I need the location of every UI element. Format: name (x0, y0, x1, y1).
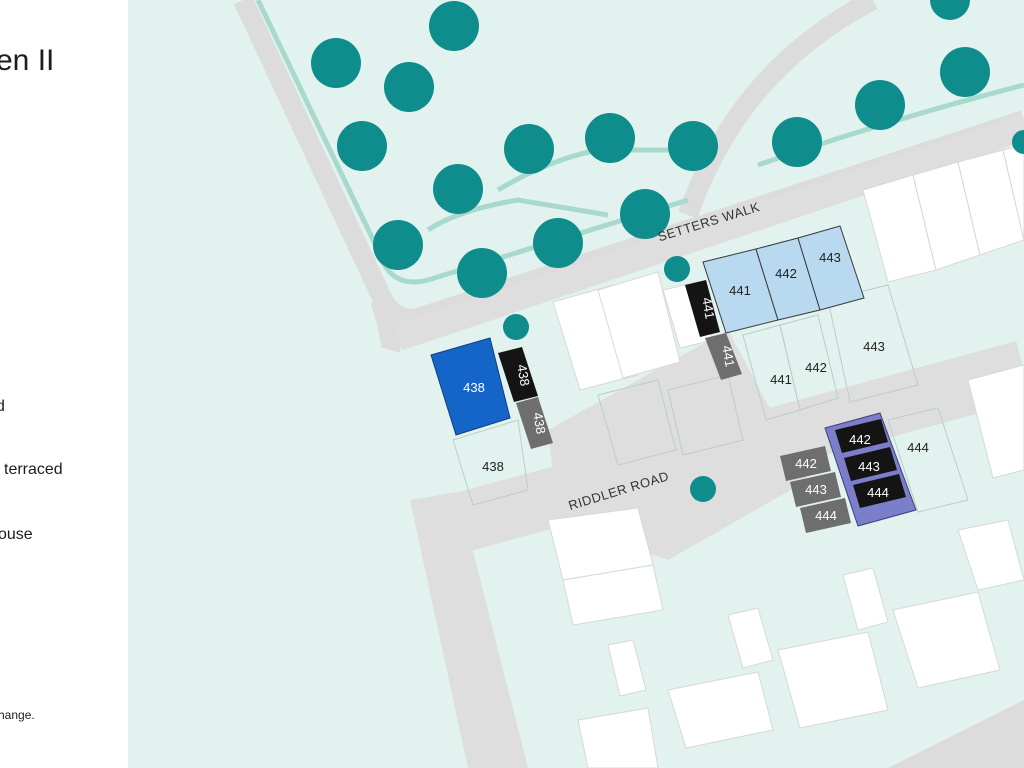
apt-443-unit[interactable] (844, 447, 897, 481)
plot-441-garage-grey[interactable] (705, 333, 742, 380)
plot-442-garden-label: 442 (805, 360, 827, 375)
parking-443-label: 443 (805, 482, 827, 497)
house-block (957, 149, 1024, 256)
plot-443-block[interactable] (797, 225, 865, 311)
apt-443-label: 443 (858, 459, 880, 474)
south-road (888, 700, 1024, 768)
plot-441-label: 441 (729, 283, 751, 298)
plot-438-label: 438 (463, 380, 485, 395)
tree-icon (690, 476, 716, 502)
parking-443[interactable] (790, 472, 841, 507)
apt-442-unit[interactable] (835, 419, 888, 453)
house-block (967, 364, 1024, 479)
plot-438-garden-label: 438 (482, 459, 504, 474)
house-block (597, 271, 681, 379)
parking-444[interactable] (800, 498, 851, 533)
parking-442-label: 442 (795, 456, 817, 471)
tree-icon (664, 256, 690, 282)
tree-icon (433, 164, 483, 214)
tree-icon (503, 314, 529, 340)
garden-outline (452, 419, 529, 506)
site-plan-map[interactable]: 441 442 443 438 438 438 438 441 441 441 … (128, 0, 1024, 768)
plot-443-label: 443 (819, 250, 841, 265)
tree-icon (373, 220, 423, 270)
tree-icon (585, 113, 635, 163)
tree-icon (337, 121, 387, 171)
tree-icon (855, 80, 905, 130)
plot-444-garden-label: 444 (907, 440, 929, 455)
apt-444-unit[interactable] (853, 474, 906, 508)
plot-441-garages[interactable]: 441 441 (685, 280, 742, 380)
garden-outline (827, 284, 919, 403)
legend-item-detached: d (0, 398, 5, 415)
plot-442-label: 442 (775, 266, 797, 281)
tree-icon (668, 121, 718, 171)
legend-panel: en II d terraced ouse hange. (0, 0, 128, 768)
garden-outline (779, 314, 839, 411)
parking-442[interactable] (780, 446, 831, 481)
plot-438-group[interactable]: 438 438 438 438 (430, 337, 553, 474)
park-path-road (678, 0, 878, 219)
house-block (727, 607, 774, 669)
tree-icon (772, 117, 822, 167)
apt-442-label: 442 (849, 432, 871, 447)
plot-441-garage-black-label: 441 (699, 296, 718, 320)
legend-footnote: hange. (0, 708, 35, 722)
terrace-block-441-443[interactable]: 441 442 443 (702, 225, 865, 334)
house-block (892, 591, 1001, 689)
tree-icon (311, 38, 361, 88)
tree-icon (384, 62, 434, 112)
park-footpath-inner (426, 197, 609, 233)
legend-title: en II (0, 44, 55, 77)
house-block (777, 631, 889, 729)
plot-438-garage-grey[interactable] (516, 397, 553, 449)
tree-icon (940, 47, 990, 97)
house-block (957, 519, 1024, 591)
tree-icon (930, 0, 970, 20)
road-junction (370, 296, 401, 353)
plot-441-garage-black[interactable] (685, 280, 720, 337)
house-block (667, 671, 774, 749)
garden-outline (667, 374, 744, 456)
tree-icon (429, 1, 479, 51)
parking-444-label: 444 (815, 508, 837, 523)
tree-icon (533, 218, 583, 268)
garden-outline (887, 407, 969, 513)
plot-443-garden-label: 443 (863, 339, 885, 354)
tree-icon (1012, 130, 1024, 154)
western-road (410, 492, 528, 768)
plot-438-garage-black[interactable] (498, 347, 538, 402)
house-block (607, 639, 647, 697)
garden-outline (597, 379, 677, 466)
plot-438-house[interactable] (430, 337, 511, 436)
house-block (842, 567, 889, 631)
site-plan-svg: 441 442 443 438 438 438 438 441 441 441 … (128, 0, 1024, 768)
trees (311, 0, 1024, 502)
parking-bays[interactable]: 442 443 444 (780, 446, 851, 533)
plot-441-garage-grey-label: 441 (719, 344, 738, 368)
tree-icon (620, 189, 670, 239)
plot-441-garden-label: 441 (770, 372, 792, 387)
legend-item-house: ouse (0, 526, 33, 543)
tree-icon (504, 124, 554, 174)
apartment-block-442-444[interactable]: 442 443 444 (824, 412, 917, 527)
house-block (562, 564, 664, 626)
plot-438-garage-black-label: 438 (514, 363, 533, 387)
plot-438-garage-grey-label: 438 (530, 411, 549, 435)
house-block (577, 707, 659, 768)
tree-icon (457, 248, 507, 298)
apt-444-label: 444 (867, 485, 889, 500)
central-courtyard (548, 330, 808, 560)
legend-item-terraced: terraced (4, 461, 63, 478)
setters-walk-road (393, 115, 1024, 351)
